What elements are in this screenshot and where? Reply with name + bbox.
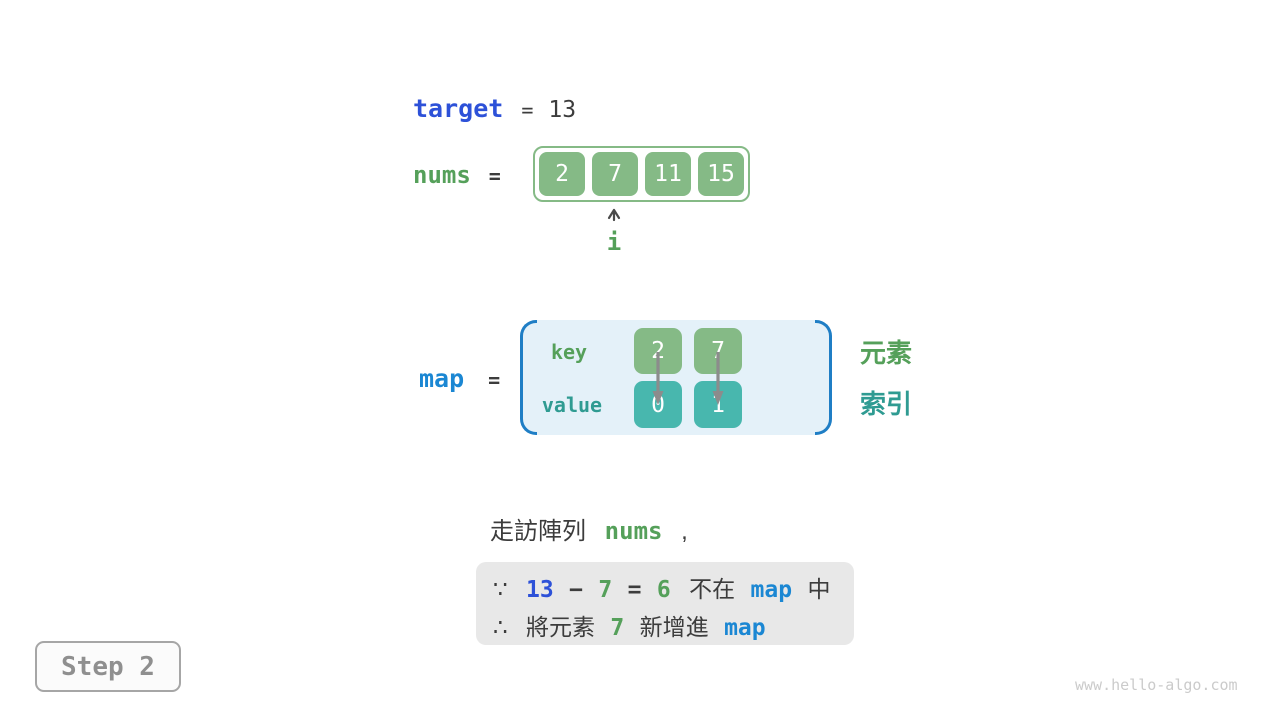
key-to-value-arrow-icon xyxy=(712,352,724,405)
because-symbol: ∵ xyxy=(493,576,508,602)
nums-label-row: nums = xyxy=(413,161,501,189)
index-pointer-arrow-icon xyxy=(607,208,621,222)
equals-sign: = xyxy=(627,577,642,603)
not-in-text: 不在 xyxy=(689,576,736,602)
target-equals-sign: = xyxy=(521,98,534,122)
nums-array-box: 2 7 11 15 xyxy=(533,146,750,202)
target-row: target = 13 xyxy=(413,94,576,123)
minuend-value: 13 xyxy=(526,577,554,603)
nums-variable-label: nums xyxy=(413,161,471,189)
caption-line: 走訪陣列 nums , xyxy=(490,511,688,546)
nums-equals-sign: = xyxy=(488,164,501,188)
map-value-row-label: value xyxy=(541,393,603,417)
caption-nums-code: nums xyxy=(604,517,663,545)
target-value: 13 xyxy=(548,97,577,123)
map-code-ref: map xyxy=(750,577,793,603)
added-element-value: 7 xyxy=(610,615,625,641)
note-line-2: ∴ 將元素 7 新增進 map xyxy=(493,609,854,647)
nums-array-cell: 11 xyxy=(645,152,691,196)
map-container: key value 2 7 0 1 xyxy=(520,320,832,435)
step-badge-label: Step 2 xyxy=(61,651,155,682)
add-element-text: 將元素 xyxy=(526,614,596,640)
map-element-side-label: 元素 xyxy=(860,338,913,368)
map-label-row: map = xyxy=(419,364,500,393)
nums-array-cell: 2 xyxy=(539,152,585,196)
step-badge: Step 2 xyxy=(35,641,181,692)
map-equals-sign: = xyxy=(488,368,501,392)
map-variable-label: map xyxy=(419,364,465,393)
map-code-ref: map xyxy=(724,615,766,641)
watermark-text: www.hello-algo.com xyxy=(1075,676,1238,694)
index-pointer-label: i xyxy=(606,228,622,256)
in-suffix-text: 中 xyxy=(807,576,831,602)
map-bracket-left xyxy=(520,320,537,435)
map-index-side-label: 索引 xyxy=(860,389,913,419)
nums-array-cell: 15 xyxy=(698,152,744,196)
caption-comma: , xyxy=(681,518,688,545)
caption-prefix: 走訪陣列 xyxy=(490,518,586,545)
key-to-value-arrow-icon xyxy=(652,352,664,405)
note-box: ∵ 13 − 7 = 6 不在 map 中 ∴ 將元素 7 新增進 map xyxy=(476,562,854,645)
subtrahend-value: 7 xyxy=(598,577,613,603)
map-key-row-label: key xyxy=(550,340,588,364)
difference-value: 6 xyxy=(656,577,671,603)
target-variable-label: target xyxy=(413,94,504,123)
minus-sign: − xyxy=(569,577,583,603)
therefore-symbol: ∴ xyxy=(493,614,508,640)
map-bracket-right xyxy=(815,320,832,435)
note-line-1: ∵ 13 − 7 = 6 不在 map 中 xyxy=(493,571,854,609)
insert-into-text: 新增進 xyxy=(639,614,709,640)
nums-array-cell: 7 xyxy=(592,152,638,196)
